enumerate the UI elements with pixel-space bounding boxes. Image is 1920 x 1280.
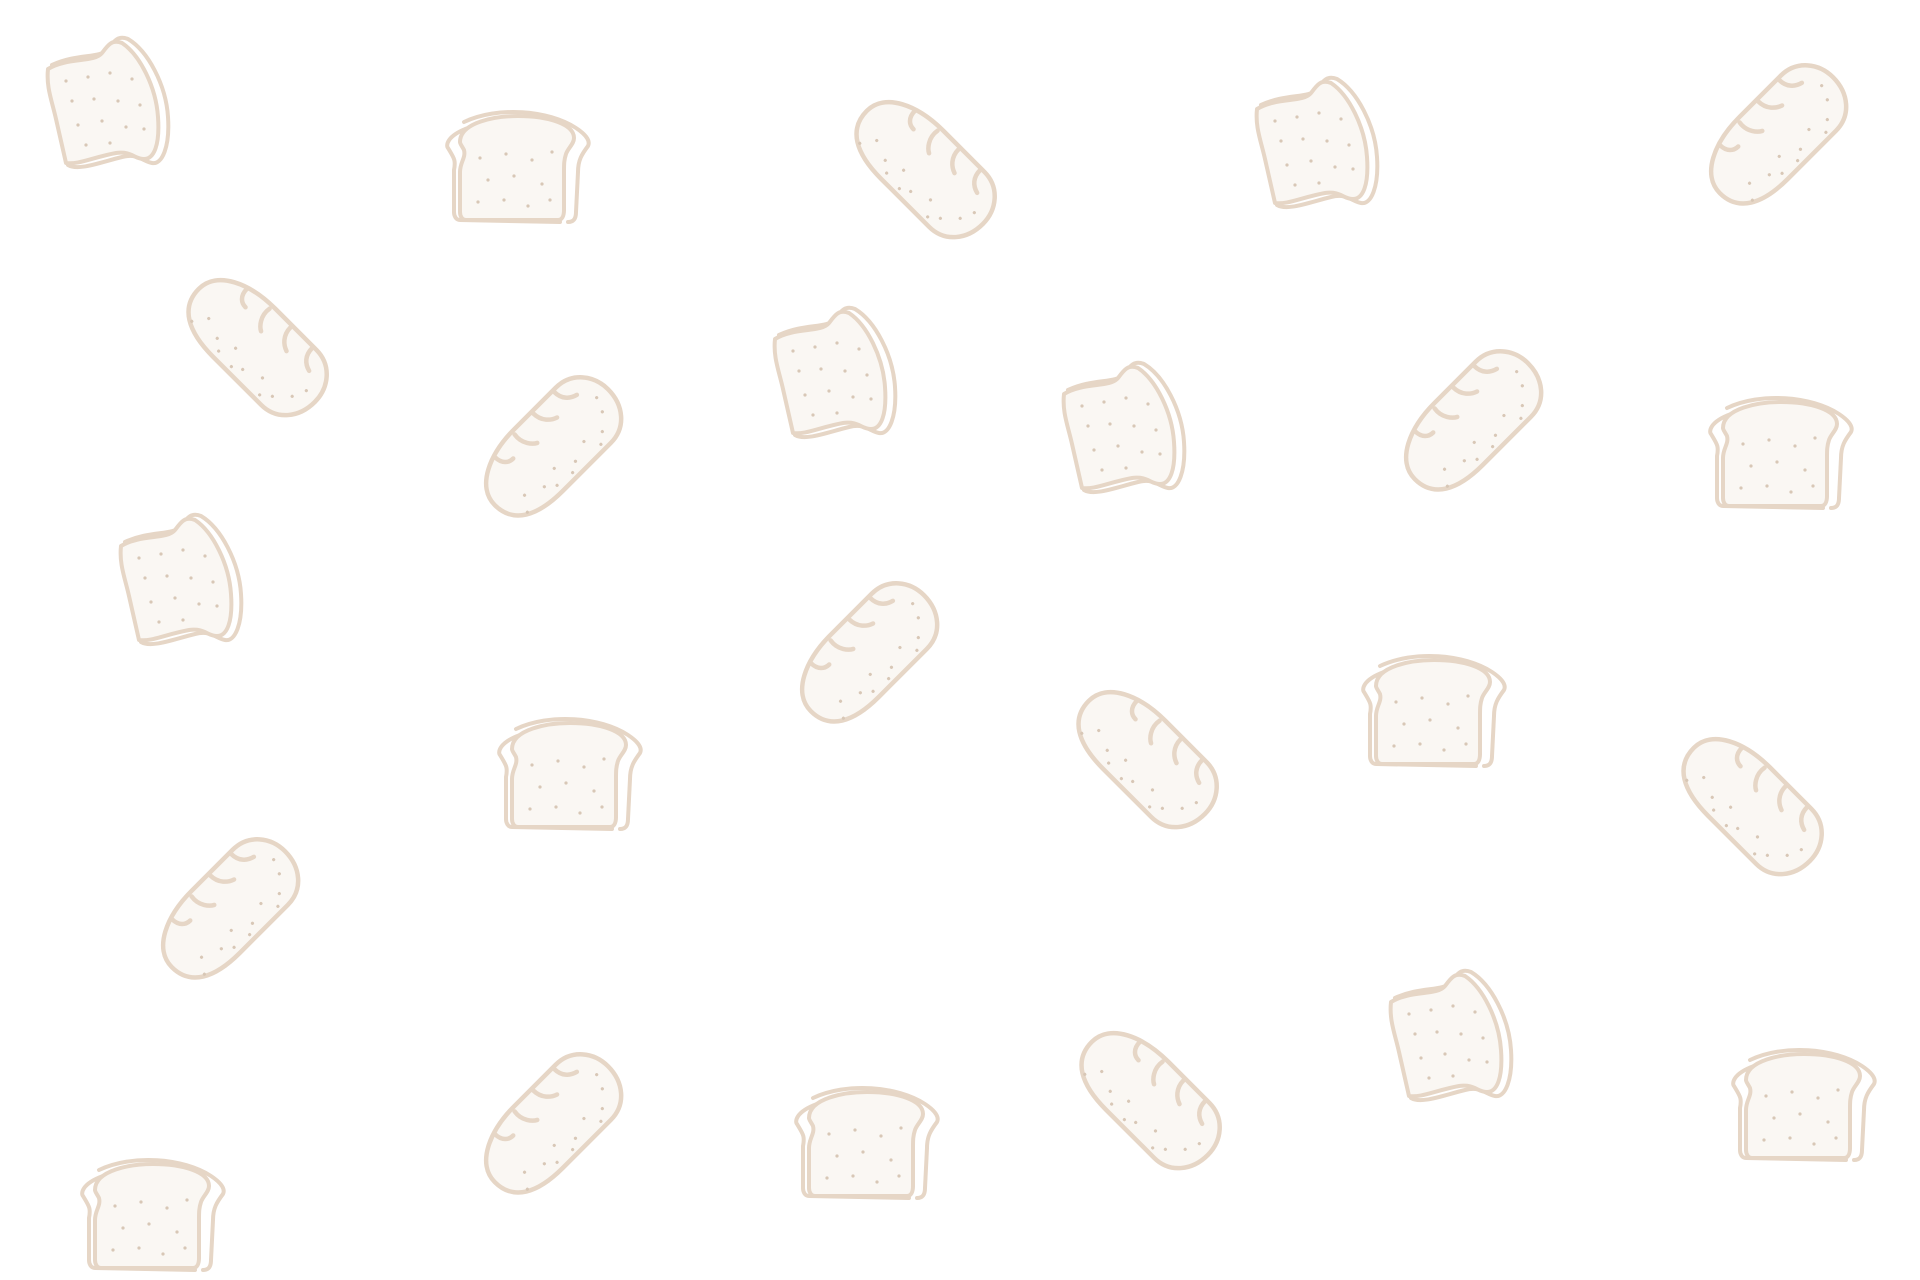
- toast-slice-icon: [794, 1085, 940, 1200]
- bread-loaf-icon: [144, 824, 314, 994]
- tilted-bread-slice-icon: [45, 35, 171, 170]
- tilted-bread-slice-icon: [1388, 968, 1514, 1103]
- bread-loaf-icon: [467, 1039, 637, 1209]
- bread-loaf-icon: [467, 362, 637, 532]
- toast-slice-icon: [497, 716, 643, 831]
- toast-slice-icon: [445, 109, 591, 224]
- bread-loaf-icon: [1062, 673, 1232, 843]
- tilted-bread-slice-icon: [1254, 75, 1380, 210]
- bread-loaf-icon: [840, 83, 1010, 253]
- tilted-bread-slice-icon: [772, 305, 898, 440]
- bread-loaf-icon: [1692, 50, 1862, 220]
- toast-slice-icon: [1361, 653, 1507, 768]
- toast-slice-icon: [1708, 395, 1854, 510]
- bread-loaf-icon: [1667, 720, 1837, 890]
- bread-loaf-icon: [783, 568, 953, 738]
- toast-slice-icon: [80, 1157, 226, 1272]
- tilted-bread-slice-icon: [118, 512, 244, 647]
- toast-slice-icon: [1731, 1047, 1877, 1162]
- bread-loaf-icon: [172, 261, 342, 431]
- bread-loaf-icon: [1065, 1014, 1235, 1184]
- bread-loaf-icon: [1387, 336, 1557, 506]
- tilted-bread-slice-icon: [1061, 360, 1187, 495]
